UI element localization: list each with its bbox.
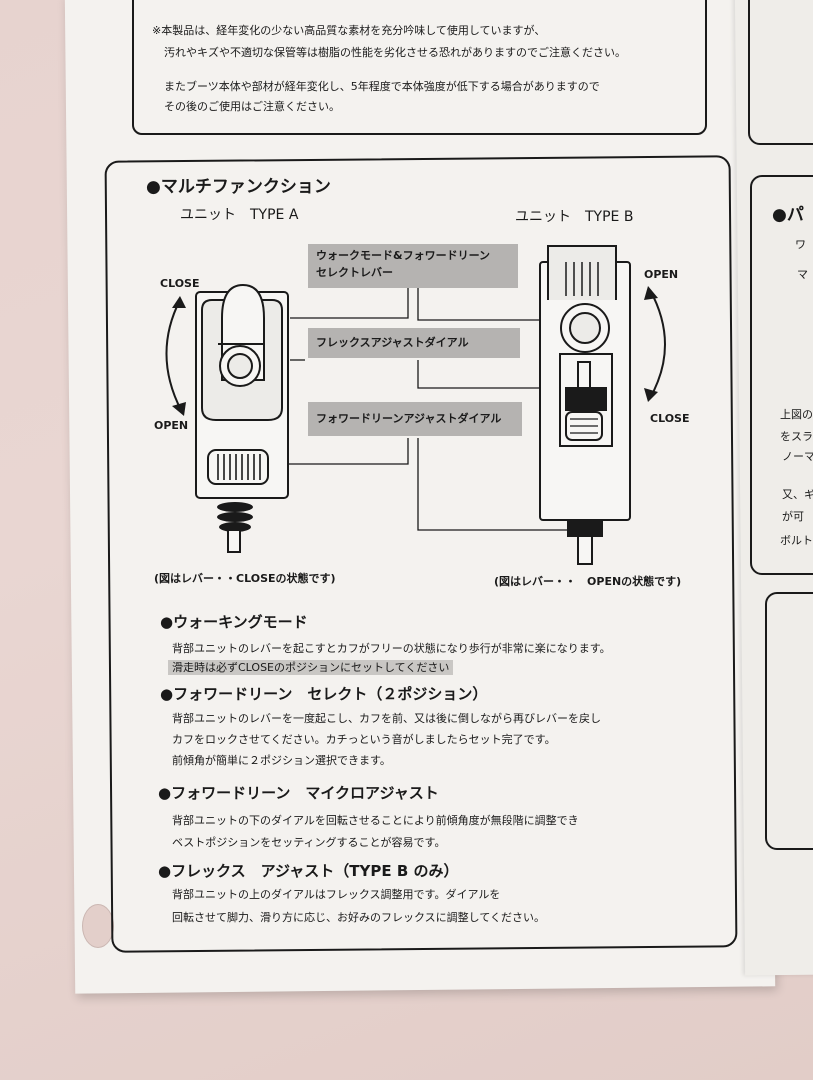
feature-text: カフをロックさせてください。カチっという音がしましたらセット完了です。 [172, 733, 556, 746]
side-text: ノーマ [782, 450, 813, 463]
feature-text: 背部ユニットのレバーを一度起こし、カフを前、又は後に倒しながら再びレバーを戻し [172, 712, 601, 725]
type-b-unit [539, 245, 631, 565]
caption-type-a: (図はレバー・・CLOSEの状態です) [154, 572, 336, 585]
caption-type-b: (図はレバー・・ OPENの状態です) [494, 575, 682, 588]
close-label-b: CLOSE [650, 412, 690, 425]
punch-hole [82, 904, 114, 948]
side-text: 上図の [780, 408, 813, 421]
notice-box: ※本製品は、経年変化の少ない高品質な素材を充分吟味して使用していますが、 汚れや… [132, 0, 707, 135]
feature-title: ●フォワードリーン マイクロアジャスト [158, 784, 439, 802]
feature-text-highlight: 滑走時は必ずCLOSEのポジションにセットしてください [168, 660, 454, 675]
type-a-unit [195, 283, 289, 553]
callout-lever: ウォークモード&フォワードリーン セレクトレバー [308, 244, 518, 288]
feature-title: ●フォワードリーン セレクト（２ポジション） [160, 685, 488, 703]
notice-line-1: ※本製品は、経年変化の少ない高品質な素材を充分吟味して使用していますが、 [152, 24, 546, 37]
feature-text: ベストポジションをセッティングすることが容易です。 [172, 836, 446, 849]
callout-lever-line-1: ウォークモード&フォワードリーン [316, 249, 491, 262]
notice-line-3: またブーツ本体や部材が経年変化し、5年程度で本体強度が低下する場合がありますので [164, 80, 600, 93]
side-text: が可 [782, 510, 804, 523]
side-heading: ●パ [772, 205, 804, 225]
notice-line-2: 汚れやキズや不適切な保管等は樹脂の性能を劣化させる恐れがありますのでご注意くださ… [164, 46, 626, 59]
callout-flex-dial: フレックスアジャストダイアル [308, 328, 520, 358]
feature-title: ●ウォーキングモード [160, 613, 308, 631]
side-text: マ [797, 268, 808, 281]
callout-lever-line-2: セレクトレバー [316, 266, 393, 279]
open-label-a: OPEN [154, 419, 189, 432]
unit-a-label: ユニット TYPE A [180, 207, 299, 223]
feature-title: ●フレックス アジャスト（TYPE B のみ） [158, 862, 459, 880]
side-box-top [748, 0, 813, 145]
feature-text: 背部ユニットの下のダイアルを回転させることにより前傾角度が無段階に調整でき [172, 814, 579, 827]
callout-forward-lean-dial: フォワードリーンアジャストダイアル [308, 402, 522, 436]
feature-text: 回転させて脚力、滑り方に応じ、お好みのフレックスに調整してください。 [172, 911, 546, 924]
feature-text: 背部ユニットの上のダイアルはフレックス調整用です。ダイアルを [172, 888, 501, 901]
notice-line-4: その後のご使用はご注意ください。 [164, 100, 340, 113]
feature-text: 背部ユニットのレバーを起こすとカフがフリーの状態になり歩行が非常に楽になります。 [172, 642, 611, 655]
side-text: ボルト [780, 534, 813, 547]
side-text: をスラ [780, 430, 813, 443]
side-text: ワ [795, 238, 806, 251]
section-title: ●マルチファンクション [146, 177, 331, 197]
close-label-a: CLOSE [160, 277, 200, 290]
side-text: 又、ギ [782, 488, 813, 501]
side-box-2 [765, 592, 813, 850]
feature-text: 前傾角が簡単に２ポジション選択できます。 [172, 754, 391, 767]
open-label-b: OPEN [644, 268, 679, 281]
side-box-1 [750, 175, 813, 575]
unit-b-label: ユニット TYPE B [515, 209, 634, 225]
